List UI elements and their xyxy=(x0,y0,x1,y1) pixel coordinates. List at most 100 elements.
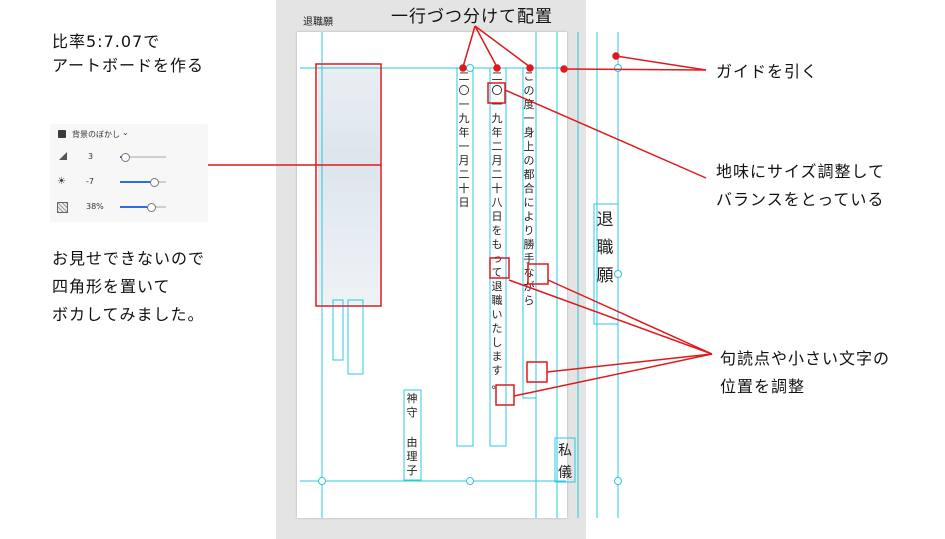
vertical-char: た xyxy=(491,322,503,335)
highlight-boxes xyxy=(315,63,549,406)
vertical-char: 子 xyxy=(406,464,418,477)
blurred-placeholder xyxy=(318,66,380,304)
vertical-char: ら xyxy=(523,294,535,307)
vertical-char: 身 xyxy=(523,126,535,139)
small-char-highlight xyxy=(527,263,549,285)
artboard-title: 退職願 xyxy=(303,17,333,28)
annotation-aspect-line2: アートボードを作る xyxy=(52,56,205,75)
annotation-punct-line1: 句読点や小さい文字の xyxy=(720,349,891,368)
vertical-char: 由 xyxy=(406,436,418,449)
annotation-blur: お見せできないので 四角形を置いて ボカしてみました。 xyxy=(52,245,205,329)
vertical-char: 〇 xyxy=(458,84,470,97)
person-name: 由理子 xyxy=(405,436,419,478)
vertical-char: 退 xyxy=(596,210,614,230)
noise-icon xyxy=(57,202,68,213)
column-box xyxy=(456,67,474,447)
vertical-char: 一 xyxy=(523,112,535,125)
vertical-char: 職 xyxy=(596,238,614,258)
annotation-balance: 地味にサイズ調整して バランスをとっている xyxy=(716,158,885,214)
column-box xyxy=(347,299,364,375)
column-box xyxy=(489,67,507,447)
annotation-blur-line3: ボカしてみました。 xyxy=(52,305,205,324)
annotation-top: 一行づつ分けて配置 xyxy=(391,7,553,27)
vertical-char: 上 xyxy=(523,140,535,153)
vertical-char: の xyxy=(523,154,535,167)
vertical-char: 二 xyxy=(458,70,470,83)
vertical-char: よ xyxy=(523,210,535,223)
vertical-char: 一 xyxy=(458,140,470,153)
vertical-char: 職 xyxy=(491,294,503,307)
column-box xyxy=(593,203,619,325)
annotation-balance-line2: バランスをとっている xyxy=(716,190,885,209)
vertical-char: 二 xyxy=(458,168,470,181)
column-box xyxy=(522,67,537,399)
vertical-char: 年 xyxy=(491,126,503,139)
guide-handles xyxy=(318,64,622,485)
punct-highlight xyxy=(526,361,548,383)
vertical-char: 私 xyxy=(558,443,572,459)
punct-highlight xyxy=(495,384,515,406)
annotation-punct: 句読点や小さい文字の 位置を調整 xyxy=(720,345,890,401)
annotation-balance-line1: 地味にサイズ調整して xyxy=(716,162,886,181)
annotation-blur-line1: お見せできないので xyxy=(52,249,206,268)
vertical-char: 九 xyxy=(491,112,503,125)
vertical-char: 守 xyxy=(406,406,418,419)
vertical-char: 都 xyxy=(523,168,535,181)
vertical-char: す xyxy=(491,364,503,377)
vertical-char: 手 xyxy=(523,252,535,265)
vertical-char: 八 xyxy=(491,196,503,209)
vertical-char: 月 xyxy=(491,154,503,167)
company-name: 神守 xyxy=(405,392,419,420)
blur-amount-value[interactable]: 3 xyxy=(88,152,94,161)
circle-highlight xyxy=(487,82,506,104)
vertical-char: 一 xyxy=(491,98,503,111)
vertical-char: 願 xyxy=(596,266,614,286)
guide-lines xyxy=(300,32,619,518)
vertical-char: 度 xyxy=(523,98,535,111)
annotation-punct-line2: 位置を調整 xyxy=(720,377,806,396)
vertical-char: 理 xyxy=(406,450,418,463)
blur-checkbox[interactable] xyxy=(58,130,66,138)
vertical-char: 九 xyxy=(458,112,470,125)
vertical-char: も xyxy=(491,238,503,251)
chevron-down-icon[interactable]: ⌄ xyxy=(122,128,129,137)
vertical-char: 神 xyxy=(406,392,418,405)
vertical-char: 退 xyxy=(491,280,503,293)
vertical-char: に xyxy=(523,196,535,209)
vertical-char: 二 xyxy=(491,140,503,153)
brightness-value[interactable]: -7 xyxy=(86,177,94,186)
vertical-char: 十 xyxy=(491,182,503,195)
vertical-char: 日 xyxy=(491,210,503,223)
vertical-char: て xyxy=(491,266,503,279)
small-char-highlight xyxy=(489,257,510,279)
vertical-char: 二 xyxy=(491,70,503,83)
vertical-char: り xyxy=(523,224,535,237)
text-column-3: この度一身上の都合により勝手ながら xyxy=(523,70,535,308)
vertical-char: 年 xyxy=(458,126,470,139)
vertical-char: ま xyxy=(491,350,503,363)
vertical-char: 勝 xyxy=(523,238,535,251)
annotation-lines xyxy=(208,25,713,397)
vertical-char: し xyxy=(491,336,503,349)
vertical-char: 二 xyxy=(491,168,503,181)
vertical-char: 日 xyxy=(458,196,470,209)
vertical-char: い xyxy=(491,308,503,321)
column-box xyxy=(332,299,344,361)
annotation-blur-line2: 四角形を置いて xyxy=(52,277,171,296)
noise-value[interactable]: 38% xyxy=(86,202,104,211)
annotation-aspect-line1: 比率5:7.07で xyxy=(52,32,161,51)
blur-highlight xyxy=(315,63,382,307)
vertical-char: 合 xyxy=(523,182,535,195)
letter-title: 退職願 xyxy=(594,206,616,290)
date-column: 二〇一九年一月二十日 xyxy=(458,70,470,210)
vertical-char: 〇 xyxy=(491,84,503,97)
annotation-guides: ガイドを引く xyxy=(716,62,819,81)
blur-settings-panel: 背景のぼかし ⌄ 3 ☀ -7 38% xyxy=(50,124,208,222)
annotation-aspect: 比率5:7.07で アートボードを作る xyxy=(52,30,204,78)
column-box xyxy=(403,389,422,481)
triangle-icon xyxy=(58,151,68,161)
vertical-char: こ xyxy=(523,70,535,83)
vertical-char: 儀 xyxy=(558,465,572,481)
vertical-char: な xyxy=(523,266,535,279)
